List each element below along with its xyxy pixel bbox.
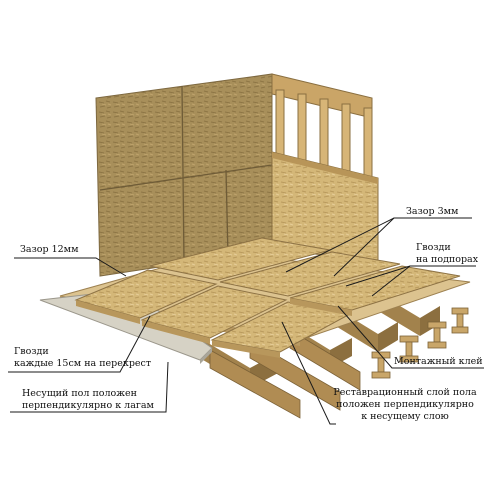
label-topfloor-line1: Реставрационный слой пола: [333, 387, 477, 398]
leader-lines: [8, 217, 484, 425]
label-nails-supports-line1: Гвозди: [416, 242, 451, 253]
leader-nails-supports-2: [371, 265, 411, 297]
leader-topfloor: [281, 321, 336, 425]
label-gap-12mm: Зазор 12мм: [20, 244, 79, 255]
label-gap-3mm: Зазор 3мм: [406, 206, 459, 217]
leader-gap-12mm: [14, 257, 127, 277]
label-subfloor-line1: Несущий пол положен: [22, 388, 137, 399]
label-nails-cross-line1: Гвозди: [14, 346, 49, 357]
top-floor-panels: [74, 237, 461, 358]
label-topfloor-line3: к несущему слою: [361, 411, 449, 422]
leader-nails-cross: [8, 315, 151, 373]
leader-gap-3mm-2: [333, 217, 395, 277]
wall-framing: [271, 73, 379, 261]
label-subfloor-line2: перпендикулярно к лагам: [22, 400, 154, 411]
label-nails-cross-line2: каждые 15см на перекрест: [14, 358, 152, 369]
label-glue: Монтажный клей: [394, 356, 483, 367]
leader-glue: [337, 305, 484, 369]
label-topfloor-line2: положен перпендикулярно: [336, 399, 474, 410]
leader-subfloor: [10, 361, 169, 413]
label-nails-supports-line2: на подпорах: [416, 254, 479, 265]
